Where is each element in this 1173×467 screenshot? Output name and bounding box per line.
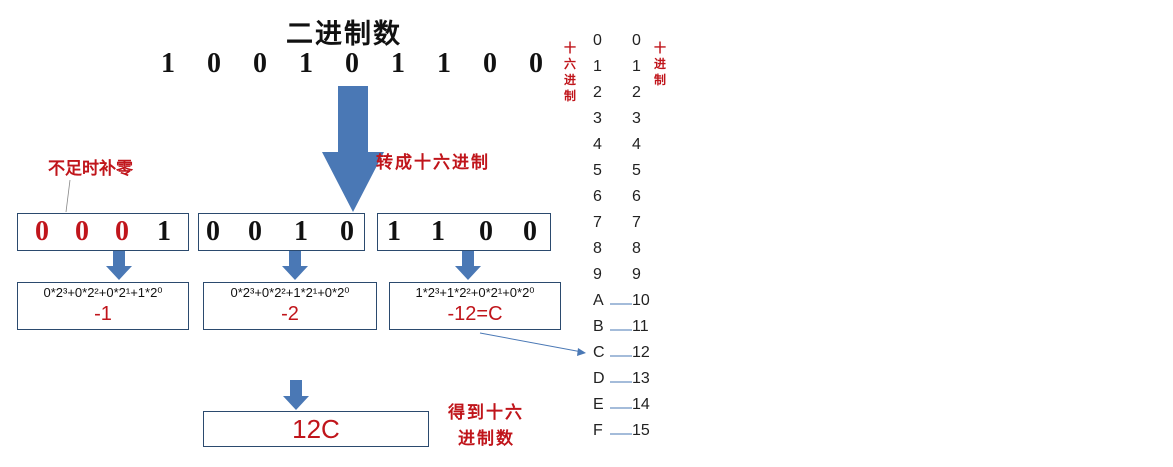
hex-value: F bbox=[593, 422, 603, 439]
dec-value: 15 bbox=[632, 422, 650, 439]
dec-value: 8 bbox=[632, 240, 641, 257]
group-digit: 0 bbox=[248, 216, 262, 247]
hex-label-char: 六 bbox=[563, 57, 576, 71]
small-down-arrow bbox=[282, 250, 308, 280]
dec-column-label: 十 进 制 bbox=[653, 40, 667, 88]
group-digit: 1 bbox=[431, 216, 445, 247]
group-digit: 0 bbox=[115, 216, 129, 247]
dec-label-char: 进 bbox=[653, 57, 666, 71]
hex-value: 2 bbox=[593, 84, 602, 101]
hex-value: 7 bbox=[593, 214, 602, 231]
binary-digit: 1 bbox=[391, 48, 405, 79]
hex-value: D bbox=[593, 370, 605, 387]
binary-digit: 0 bbox=[483, 48, 497, 79]
calc-formula: 0*2³+0*2²+0*2¹+1*2⁰ bbox=[43, 285, 163, 300]
hex-value: 1 bbox=[593, 58, 602, 75]
connector-line bbox=[479, 332, 583, 353]
hex-label-char: 制 bbox=[563, 89, 576, 103]
group-digit: 1 bbox=[387, 216, 401, 247]
hex-column-label: 十 六 进 制 bbox=[563, 40, 577, 104]
calc-formula: 0*2³+0*2²+1*2¹+0*2⁰ bbox=[230, 285, 350, 300]
calc-box-3: 1*2³+1*2²+0*2¹+0*2⁰ -12=C bbox=[389, 282, 561, 330]
calc-result: -1 bbox=[94, 303, 112, 325]
dec-label-char: 十 bbox=[653, 41, 666, 55]
result-note-line2: 进制数 bbox=[458, 429, 515, 449]
dec-value: 4 bbox=[632, 136, 641, 153]
hex-value: A bbox=[593, 292, 604, 309]
dec-value: 14 bbox=[632, 396, 650, 413]
hex-value: 9 bbox=[593, 266, 602, 283]
hex-value: 8 bbox=[593, 240, 602, 257]
small-down-arrow bbox=[283, 380, 309, 410]
hex-value: C bbox=[593, 344, 605, 361]
final-result-box: 12C bbox=[203, 411, 429, 447]
convert-note: 转成十六进制 bbox=[376, 153, 490, 173]
big-down-arrow bbox=[322, 86, 384, 212]
dec-value: 12 bbox=[632, 344, 650, 361]
hex-value: 6 bbox=[593, 188, 602, 205]
calc-formula: 1*2³+1*2²+0*2¹+0*2⁰ bbox=[415, 285, 535, 300]
binary-digit: 0 bbox=[207, 48, 221, 79]
dec-value: 2 bbox=[632, 84, 641, 101]
binary-digit: 1 bbox=[437, 48, 451, 79]
group-digit: 0 bbox=[35, 216, 49, 247]
hex-value: E bbox=[593, 396, 604, 413]
dec-value: 13 bbox=[632, 370, 650, 387]
calc-box-2: 0*2³+0*2²+1*2¹+0*2⁰ -2 bbox=[203, 282, 377, 330]
group-digit: 0 bbox=[523, 216, 537, 247]
group-digit: 0 bbox=[340, 216, 354, 247]
group-digit: 1 bbox=[157, 216, 171, 247]
group-digit: 1 bbox=[294, 216, 308, 247]
calc-result: -12=C bbox=[447, 303, 503, 325]
bit-group-3: 1 1 0 0 bbox=[377, 213, 551, 251]
hex-value: 0 bbox=[593, 32, 602, 49]
hex-value: 4 bbox=[593, 136, 602, 153]
dec-label-char: 制 bbox=[653, 73, 666, 87]
group-digit: 0 bbox=[206, 216, 220, 247]
page-title: 二进制数 bbox=[286, 19, 402, 50]
binary-digit: 0 bbox=[529, 48, 543, 79]
hex-value: B bbox=[593, 318, 604, 335]
hex-label-char: 十 bbox=[563, 41, 576, 55]
dec-value: 0 bbox=[632, 32, 641, 49]
result-note-line1: 得到十六 bbox=[448, 403, 524, 423]
bit-group-1: 0 0 0 1 bbox=[17, 213, 189, 251]
dec-value: 5 bbox=[632, 162, 641, 179]
binary-number: 1 0 0 1 0 1 1 0 0 bbox=[150, 48, 550, 88]
group-digit: 0 bbox=[75, 216, 89, 247]
hex-value: 5 bbox=[593, 162, 602, 179]
bit-group-2: 0 0 1 0 bbox=[198, 213, 365, 251]
small-down-arrow bbox=[455, 250, 481, 280]
hex-label-char: 进 bbox=[563, 73, 576, 87]
dec-value: 9 bbox=[632, 266, 641, 283]
pad-note: 不足时补零 bbox=[48, 159, 133, 179]
dec-value: 3 bbox=[632, 110, 641, 127]
dec-value: 11 bbox=[632, 318, 649, 335]
binary-digit: 0 bbox=[253, 48, 267, 79]
hex-value: 3 bbox=[593, 110, 602, 127]
calc-box-1: 0*2³+0*2²+0*2¹+1*2⁰ -1 bbox=[17, 282, 189, 330]
dec-value: 7 bbox=[632, 214, 641, 231]
pad-note-pointer bbox=[65, 179, 71, 213]
binary-digit: 0 bbox=[345, 48, 359, 79]
connector-arrowhead bbox=[577, 348, 586, 356]
dec-value: 6 bbox=[632, 188, 641, 205]
table-arrows bbox=[610, 303, 632, 435]
calc-result: -2 bbox=[281, 303, 299, 325]
binary-digit: 1 bbox=[161, 48, 175, 79]
binary-digit: 1 bbox=[299, 48, 313, 79]
dec-value: 1 bbox=[632, 58, 641, 75]
small-down-arrow bbox=[106, 250, 132, 280]
group-digit: 0 bbox=[479, 216, 493, 247]
dec-value: 10 bbox=[632, 292, 650, 309]
